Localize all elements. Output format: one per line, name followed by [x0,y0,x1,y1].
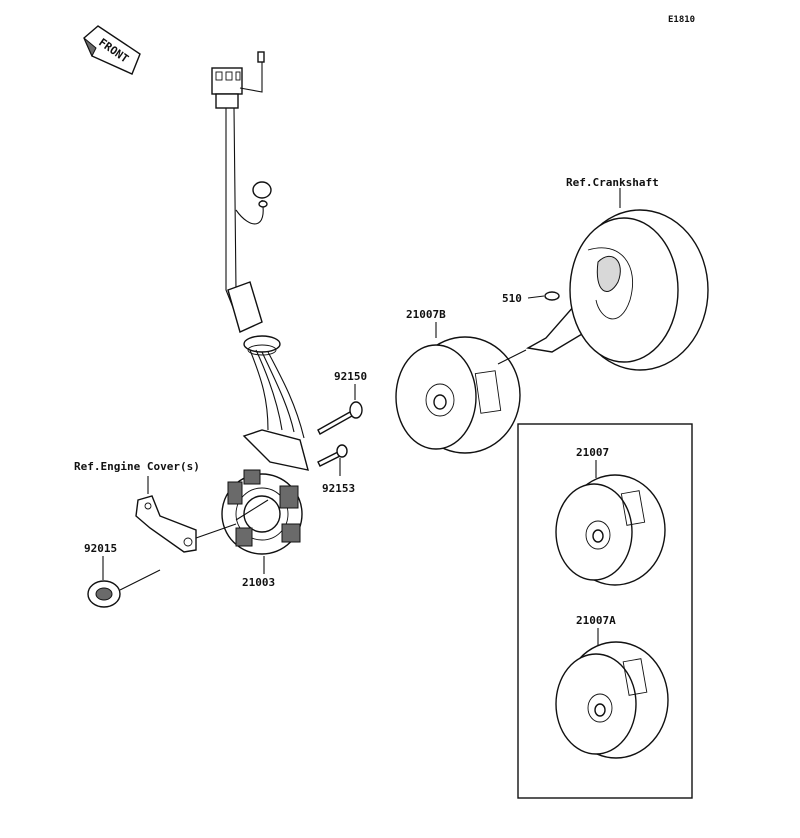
key-510 [527,291,560,301]
rotor-21007B [395,336,527,454]
label-crankshaft-ref: Ref.Crankshaft [566,176,659,189]
diagram-code: E1810 [668,15,695,25]
label-92015: 92015 [84,542,117,555]
label-21007: 21007 [576,446,609,459]
rotor-21007A [555,628,669,759]
crankshaft-assembly [525,188,709,371]
label-21007B: 21007B [406,308,446,321]
label-engine-cover-ref: Ref.Engine Cover(s) [74,460,200,473]
rotor-21007 [555,460,666,586]
label-21007A: 21007A [576,614,616,627]
nut-92015 [87,569,161,608]
leader-lines [102,322,437,580]
bracket-plate [135,495,237,553]
label-92153: 92153 [322,482,355,495]
label-21003: 21003 [242,576,275,589]
alternate-parts-box [517,423,693,799]
wiring-harness [211,51,305,439]
label-510: 510 [502,292,522,305]
bolt-92153 [317,444,348,467]
stator-assembly [221,429,309,555]
front-arrow-icon: FRONT [83,25,141,75]
bolt-92150 [317,401,363,435]
label-92150: 92150 [334,370,367,383]
